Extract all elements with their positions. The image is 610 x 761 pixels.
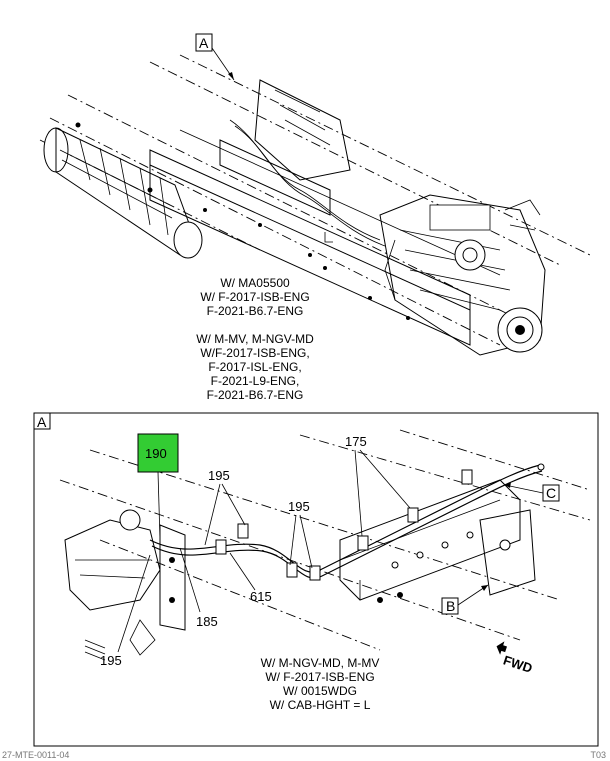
detail-note-4: W/ CAB-HGHT = L [270, 698, 371, 712]
footer-right: T03 [590, 750, 606, 760]
top-note-3: F-2021-B6.7-ENG [207, 304, 304, 318]
aftertreatment-unit [43, 127, 203, 259]
detail-view: A [33, 412, 599, 747]
ref-c-label[interactable]: C [546, 485, 556, 501]
detail-note-3: W/ 0015WDG [283, 684, 357, 698]
detail-frame [33, 412, 599, 747]
part-190-label[interactable]: 190 [145, 446, 167, 461]
callout-185[interactable]: 185 [196, 614, 218, 629]
detail-label-box [33, 412, 51, 430]
ref-b-box[interactable] [441, 597, 459, 615]
fwd-arrow-icon [496, 641, 507, 655]
top-note-7: F-2017-ISL-ENG, [208, 360, 301, 374]
callout-175[interactable]: 175 [345, 434, 367, 449]
detail-note-1: W/ M-NGV-MD, M-MV [261, 656, 380, 670]
top-note-5: W/ M-MV, M-NGV-MD [196, 332, 314, 346]
fuel-module [64, 509, 186, 661]
top-note-9: F-2021-B6.7-ENG [207, 388, 304, 402]
fwd-indicator: FWD [496, 641, 534, 676]
callout-195-mid[interactable]: 195 [288, 499, 310, 514]
detail-note-2: W/ F-2017-ISB-ENG [265, 670, 374, 684]
callout-615[interactable]: 615 [250, 589, 272, 604]
top-note-2: W/ F-2017-ISB-ENG [200, 290, 309, 304]
ref-b-label[interactable]: B [446, 598, 455, 614]
top-callout-box [195, 33, 213, 52]
footer-left: 27-MTE-0011-04 [2, 750, 69, 760]
top-note-6: W/F-2017-ISB-ENG, [200, 346, 309, 360]
top-note-1: W/ MA05500 [220, 276, 290, 290]
fwd-label: FWD [501, 652, 534, 675]
top-callout-label: A [199, 35, 209, 51]
detail-label: A [37, 414, 47, 430]
top-view: A [39, 33, 591, 402]
part-190-highlight[interactable] [137, 433, 179, 473]
top-note-8: F-2021-L9-ENG, [211, 374, 300, 388]
callout-195-top[interactable]: 195 [208, 468, 230, 483]
callout-195-bottom[interactable]: 195 [100, 653, 122, 668]
engine [379, 194, 546, 356]
